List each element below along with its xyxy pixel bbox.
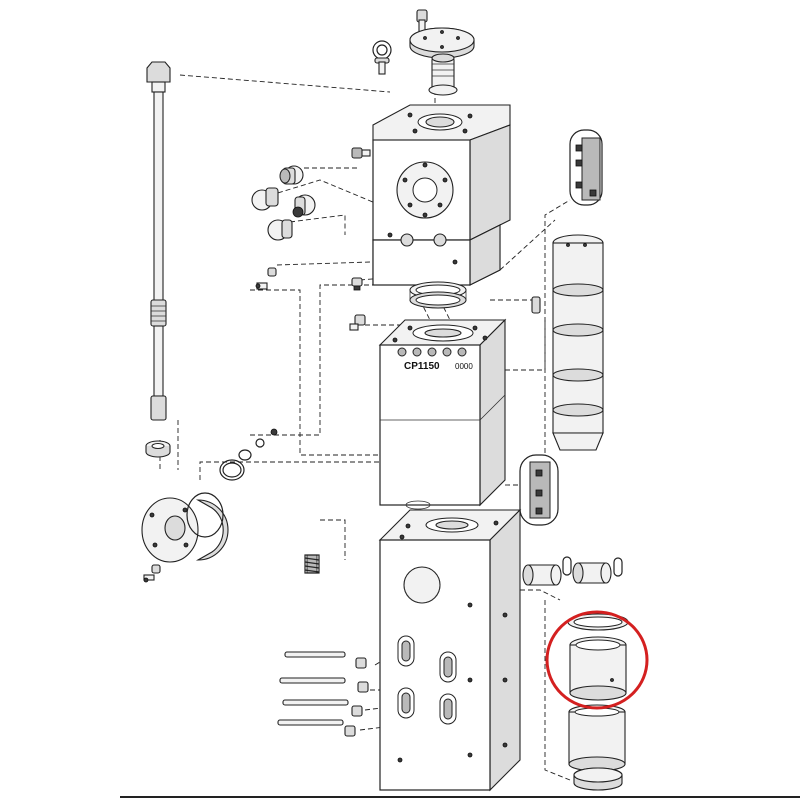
tie-rod-1 xyxy=(284,651,367,669)
check-valve-1 xyxy=(279,165,304,185)
o-ring-pair xyxy=(255,428,278,448)
model-label: CP1150 xyxy=(404,361,440,372)
seal-detail-bottom xyxy=(519,454,559,526)
long-tie-bolt xyxy=(145,61,171,458)
check-valve-3 xyxy=(292,194,316,218)
retaining-pin-2 xyxy=(572,562,612,584)
code-label: 0000 xyxy=(455,362,473,371)
side-cover-plate xyxy=(141,492,229,563)
tie-rod-4 xyxy=(277,719,356,737)
highlight-circle xyxy=(545,610,649,710)
top-screw xyxy=(416,9,428,35)
middle-cylinder-block xyxy=(378,318,507,510)
piston xyxy=(552,234,604,451)
check-valve-4 xyxy=(267,219,293,241)
lower-bushing xyxy=(568,704,626,772)
o-ring-small xyxy=(238,449,252,461)
small-screw-1 xyxy=(255,267,277,290)
bushing-ring-top xyxy=(567,613,629,631)
spring xyxy=(304,554,320,574)
upper-housing-block xyxy=(372,104,511,286)
small-screw-2 xyxy=(351,277,363,291)
bottom-washer xyxy=(573,767,623,791)
retaining-pin-clip-2 xyxy=(613,557,623,577)
seal-detail-top xyxy=(569,129,603,206)
valve-plunger xyxy=(428,53,458,96)
eye-bolt xyxy=(372,40,392,75)
check-valve-2 xyxy=(251,187,279,211)
retaining-pin-clip-1 xyxy=(562,556,572,576)
grease-nipple xyxy=(351,147,371,159)
tie-rod-3 xyxy=(282,699,363,717)
retaining-pin-1 xyxy=(522,564,562,586)
front-head-block xyxy=(378,508,522,792)
cover-bolt xyxy=(143,564,161,583)
o-ring-large xyxy=(219,459,245,481)
bushing xyxy=(569,636,627,701)
split-ring-seal xyxy=(409,281,467,309)
dowel-pin xyxy=(531,296,541,314)
small-screw-3 xyxy=(349,314,366,331)
tie-rod-2 xyxy=(279,677,369,693)
